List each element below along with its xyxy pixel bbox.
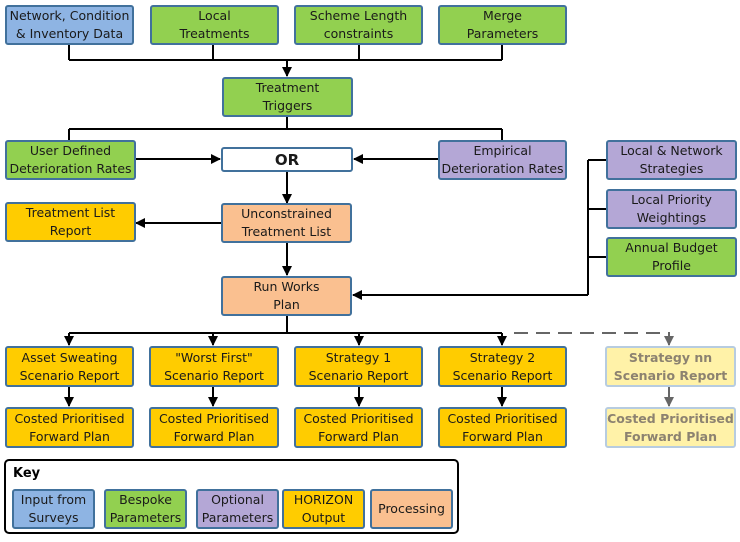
legend-horizon-output: HORIZON Output bbox=[282, 489, 365, 529]
or-node: OR bbox=[221, 147, 353, 172]
empirical-deterioration-rates-node: Empirical Deterioration Rates bbox=[438, 140, 567, 180]
asset-sweating-scenario-report-node: Asset Sweating Scenario Report bbox=[5, 346, 134, 387]
local-priority-weightings-node: Local Priority Weightings bbox=[606, 189, 737, 229]
strategy-nn-scenario-report-node: Strategy nn Scenario Report bbox=[605, 346, 736, 387]
legend-key: Key Input from Surveys Bespoke Parameter… bbox=[4, 459, 459, 534]
costed-prioritised-forward-plan-3-node: Costed Prioritised Forward Plan bbox=[294, 407, 423, 448]
treatment-list-report-node: Treatment List Report bbox=[5, 202, 136, 242]
legend-bespoke-parameters: Bespoke Parameters bbox=[104, 489, 187, 529]
network-condition-inventory-node: Network, Condition & Inventory Data bbox=[5, 5, 134, 45]
costed-prioritised-forward-plan-nn-node: Costed Prioritised Forward Plan bbox=[605, 407, 736, 448]
local-treatments-node: Local Treatments bbox=[150, 5, 279, 45]
treatment-triggers-node: Treatment Triggers bbox=[222, 77, 353, 117]
costed-prioritised-forward-plan-4-node: Costed Prioritised Forward Plan bbox=[438, 407, 567, 448]
run-works-plan-node: Run Works Plan bbox=[221, 276, 352, 316]
user-defined-deterioration-rates-node: User Defined Deterioration Rates bbox=[5, 140, 136, 180]
unconstrained-treatment-list-node: Unconstrained Treatment List bbox=[221, 203, 352, 243]
strategy-2-scenario-report-node: Strategy 2 Scenario Report bbox=[438, 346, 567, 387]
worst-first-scenario-report-node: "Worst First" Scenario Report bbox=[149, 346, 279, 387]
legend-processing: Processing bbox=[370, 489, 453, 529]
local-network-strategies-node: Local & Network Strategies bbox=[606, 140, 737, 180]
dashed-connector-strategy-nn bbox=[514, 332, 674, 346]
scheme-length-constraints-node: Scheme Length constraints bbox=[294, 5, 423, 45]
strategy-1-scenario-report-node: Strategy 1 Scenario Report bbox=[294, 346, 423, 387]
legend-input-from-surveys: Input from Surveys bbox=[12, 489, 95, 529]
merge-parameters-node: Merge Parameters bbox=[438, 5, 567, 45]
costed-prioritised-forward-plan-2-node: Costed Prioritised Forward Plan bbox=[149, 407, 279, 448]
costed-prioritised-forward-plan-1-node: Costed Prioritised Forward Plan bbox=[5, 407, 134, 448]
annual-budget-profile-node: Annual Budget Profile bbox=[606, 237, 737, 277]
legend-title: Key bbox=[13, 466, 41, 481]
legend-optional-parameters: Optional Parameters bbox=[196, 489, 279, 529]
